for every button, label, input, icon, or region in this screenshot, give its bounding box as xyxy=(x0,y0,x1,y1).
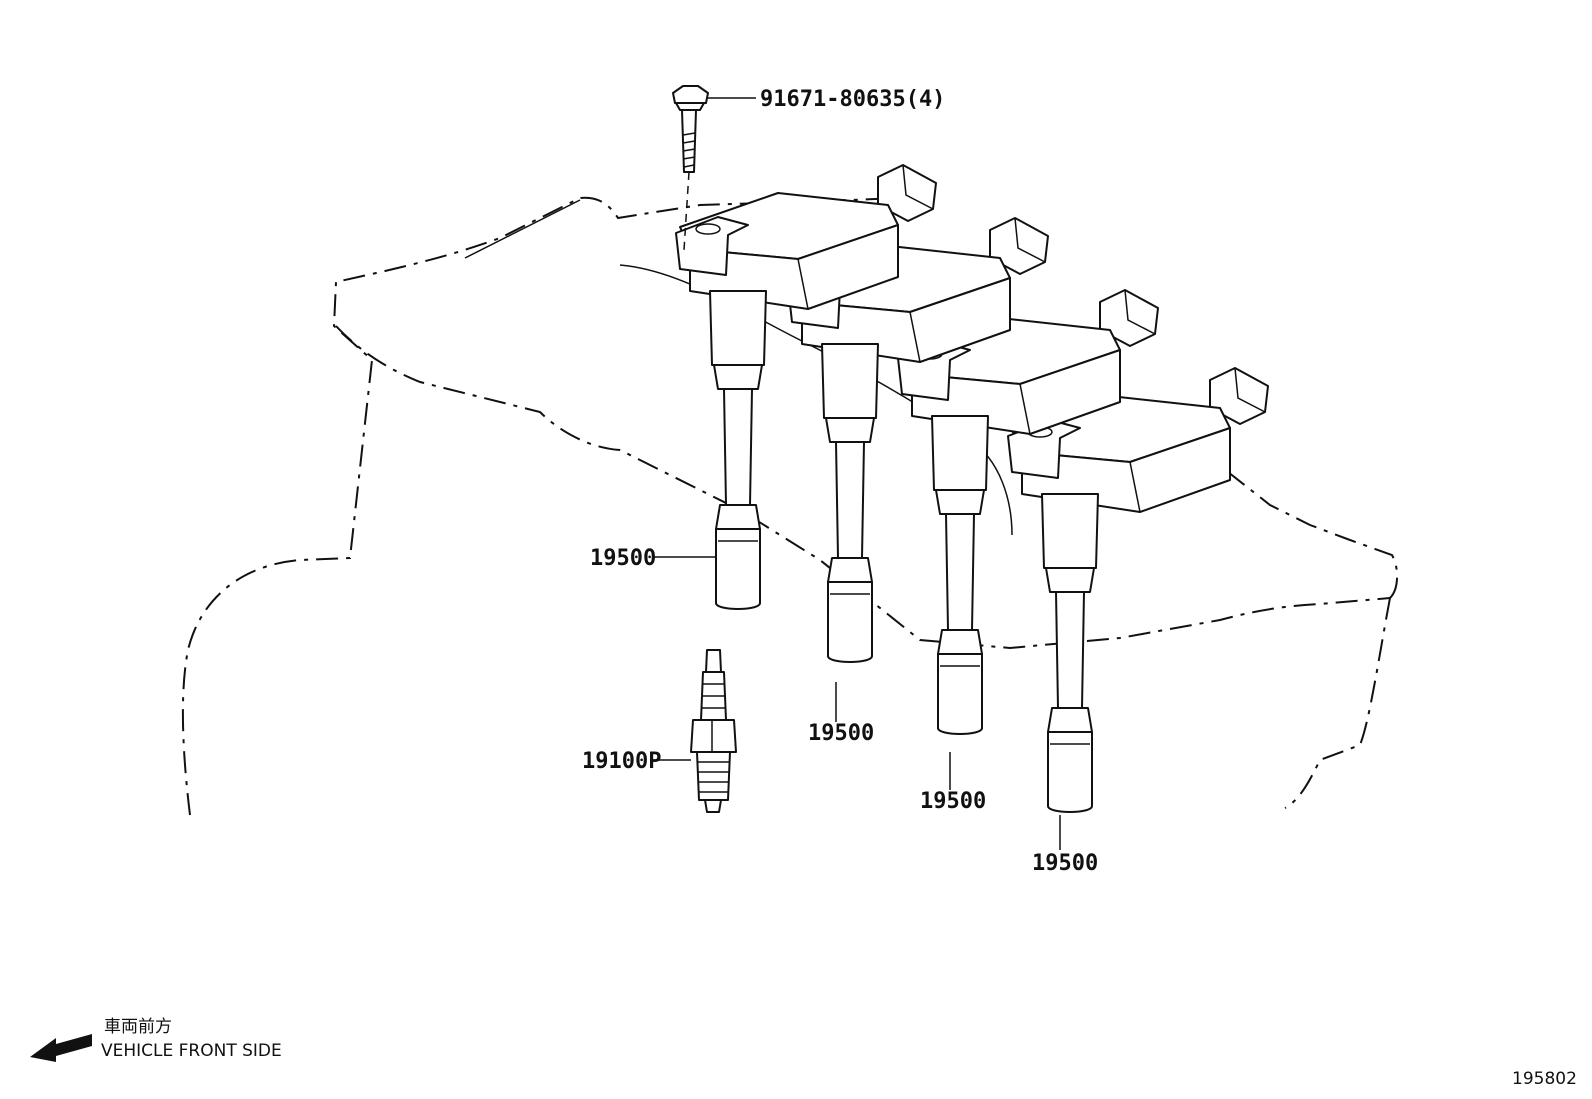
leader-lines xyxy=(650,97,1061,850)
front-arrow-icon xyxy=(30,1034,92,1062)
legend-english: VEHICLE FRONT SIDE xyxy=(101,1041,282,1061)
vehicle-front-legend: 車両前方 VEHICLE FRONT SIDE xyxy=(30,1017,282,1062)
label-coil-1: 19500 xyxy=(590,546,656,571)
cylinder-head-outline xyxy=(181,196,1398,816)
illustration-number: 195802 xyxy=(1512,1069,1577,1089)
label-spark-plug: 19100P xyxy=(582,749,661,774)
spark-plug-icon xyxy=(690,649,737,813)
bolt-icon xyxy=(672,85,709,251)
label-coil-2: 19500 xyxy=(808,721,874,746)
label-bolt: 91671-80635(4) xyxy=(760,87,945,112)
ignition-coil-4 xyxy=(1007,367,1269,813)
legend-japanese: 車両前方 xyxy=(104,1017,172,1037)
ignition-coil-1 xyxy=(675,164,937,610)
label-coil-3: 19500 xyxy=(920,789,986,814)
label-coil-4: 19500 xyxy=(1032,851,1098,876)
